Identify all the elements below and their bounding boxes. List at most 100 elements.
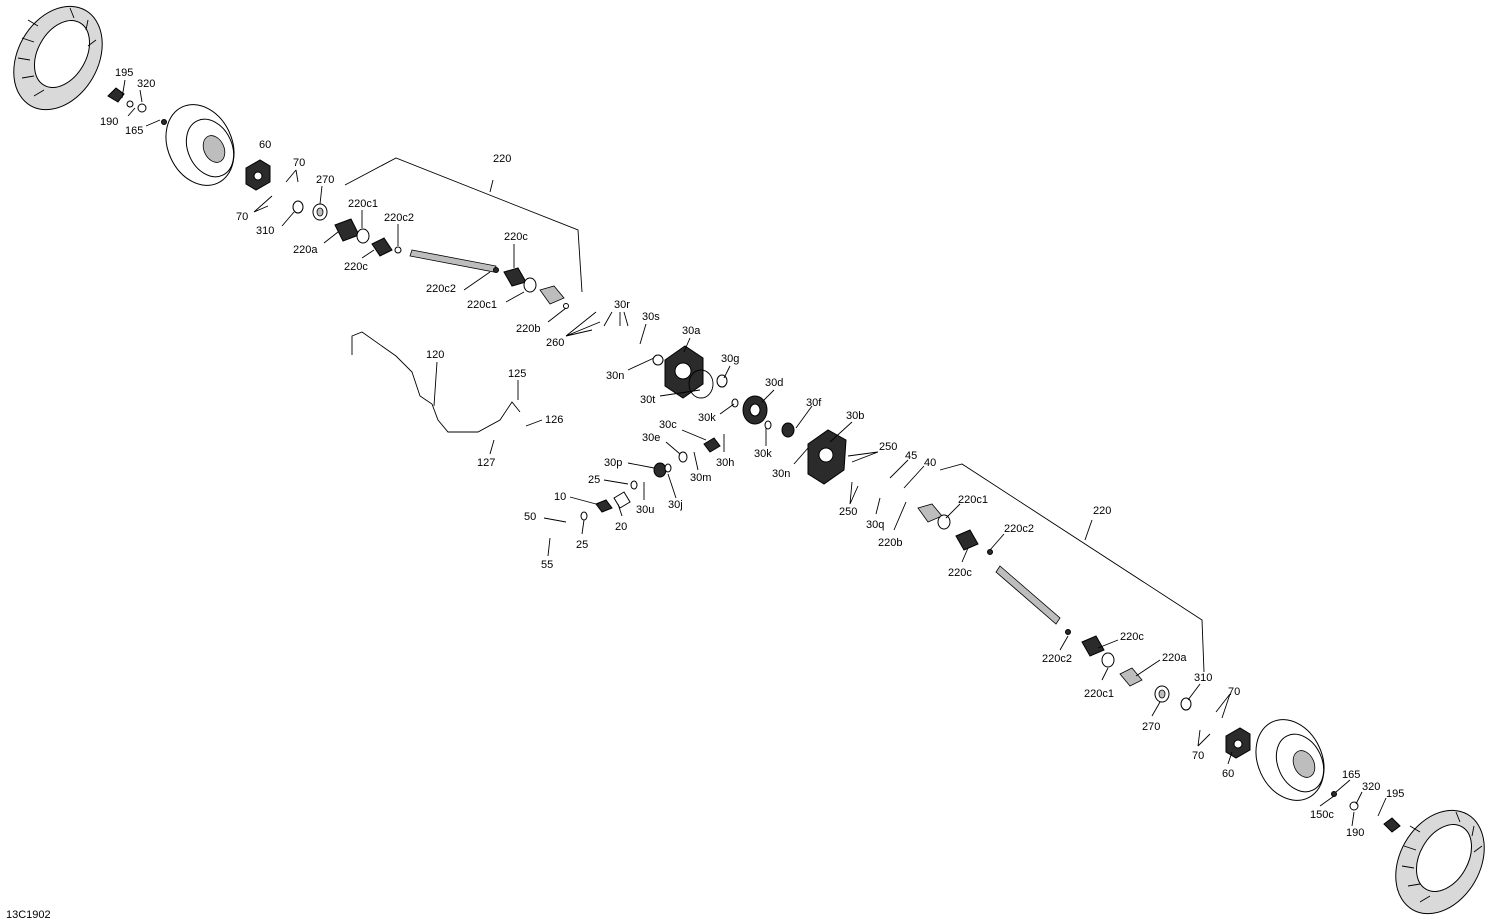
callout-label: 45 [905, 450, 917, 462]
callout-label: 70 [1192, 750, 1204, 762]
breather-tube-120[interactable] [351, 331, 521, 433]
seal-30e[interactable] [678, 451, 688, 463]
callout-label: 195 [1386, 788, 1404, 800]
differential-housing-30b[interactable] [807, 429, 847, 485]
pinion-30c[interactable] [703, 437, 721, 453]
shim-30k-a[interactable] [731, 398, 739, 408]
drive-shaft-right[interactable] [917, 503, 1143, 687]
drive-shaft-left[interactable] [334, 218, 569, 309]
callout-label: 220b [878, 537, 902, 549]
callout-label: 220c2 [384, 212, 414, 224]
washer-190-left[interactable] [126, 100, 134, 108]
wheel-hub-left[interactable] [245, 159, 271, 191]
actuator-10[interactable] [595, 499, 613, 513]
cap-195-right[interactable] [1383, 817, 1401, 833]
bolt-150c[interactable] [1331, 791, 1337, 797]
bearing-270-right[interactable] [1154, 685, 1170, 703]
callout-label: 30a [682, 325, 701, 337]
spacer-30j[interactable] [664, 463, 672, 473]
leader-lines [121, 79, 1387, 827]
callout-label: 30q [866, 519, 884, 531]
callout-label: 220b [516, 323, 540, 335]
callout-label: 195 [115, 67, 133, 79]
callout-label: 220 [1093, 505, 1111, 517]
callout-label: 220c [1120, 631, 1144, 643]
callout-label: 120 [426, 349, 444, 361]
wheel-rim-left[interactable] [153, 93, 247, 196]
callout-label: 310 [256, 225, 274, 237]
callout-label: 30r [614, 299, 630, 311]
callout-label: 320 [1362, 781, 1380, 793]
callout-label: 260 [546, 337, 564, 349]
differential-cover-30a[interactable] [652, 345, 704, 399]
callout-label: 30t [640, 394, 655, 406]
callout-label: 220c2 [1042, 653, 1072, 665]
callout-label: 25 [576, 539, 588, 551]
o-ring-25b[interactable] [580, 511, 588, 521]
callout-label: 30s [642, 311, 660, 323]
callout-label: 190 [100, 116, 118, 128]
callout-label: 60 [1222, 768, 1234, 780]
callout-label: 220c [344, 261, 368, 273]
tire-right[interactable] [1378, 794, 1500, 923]
o-ring-25a[interactable] [630, 480, 638, 490]
callout-label: 10 [554, 491, 566, 503]
callout-label: 250 [839, 506, 857, 518]
callout-label: 190 [1346, 827, 1364, 839]
callout-label: 220c1 [958, 494, 988, 506]
callout-label: 30b [846, 410, 864, 422]
callout-label: 127 [477, 457, 495, 469]
callout-label: 30g [721, 353, 739, 365]
callout-label: 125 [508, 368, 526, 380]
callout-label: 220c [948, 567, 972, 579]
washer-30g[interactable] [716, 374, 728, 388]
wheel-hub-right[interactable] [1225, 727, 1251, 759]
ring-310-right[interactable] [1180, 697, 1192, 711]
callout-label: 150c [1310, 809, 1334, 821]
callout-label: 30j [668, 499, 683, 511]
callout-label: 30u [636, 504, 654, 516]
callout-label: 30m [690, 472, 711, 484]
callout-label: 30n [606, 370, 624, 382]
tire-left[interactable] [0, 0, 120, 126]
ring-gear-30d[interactable] [742, 395, 768, 425]
wheel-rim-right[interactable] [1243, 708, 1337, 811]
callout-labels: 195 320 190 165 60 70 70 270 310 220c1 2… [100, 67, 1404, 839]
callout-label: 30k [698, 412, 716, 424]
coupler-20[interactable] [613, 491, 631, 509]
callout-label: 70 [236, 211, 248, 223]
bolt-165-left[interactable] [161, 119, 167, 125]
callout-label: 70 [293, 157, 305, 169]
callout-label: 220 [493, 153, 511, 165]
bearing-270-left[interactable] [312, 203, 328, 221]
cap-195-left[interactable] [107, 87, 125, 103]
callout-label: 30h [716, 457, 734, 469]
callout-label: 30e [642, 432, 660, 444]
callout-label: 220c1 [348, 198, 378, 210]
callout-label: 220c1 [1084, 688, 1114, 700]
callout-label: 220c1 [467, 299, 497, 311]
drawing-code: 13C1902 [6, 909, 51, 921]
callout-label: 20 [615, 521, 627, 533]
callout-label: 320 [137, 78, 155, 90]
o-ring-30t[interactable] [688, 369, 714, 399]
callout-label: 270 [316, 174, 334, 186]
callout-label: 220a [293, 244, 318, 256]
callout-label: 165 [1342, 769, 1360, 781]
nut-320-left[interactable] [137, 103, 147, 113]
callout-label: 310 [1194, 672, 1212, 684]
callout-label: 30k [754, 448, 772, 460]
ring-310-left[interactable] [292, 200, 304, 214]
callout-label: 165 [125, 125, 143, 137]
bearing-30p[interactable] [653, 462, 667, 478]
callout-label: 270 [1142, 721, 1160, 733]
callout-label: 30c [659, 419, 677, 431]
callout-label: 250 [879, 441, 897, 453]
shim-30k-b[interactable] [764, 420, 772, 430]
callout-label: 30p [604, 457, 622, 469]
gear-30f[interactable] [781, 422, 795, 438]
callout-label: 50 [524, 511, 536, 523]
callout-label: 220a [1162, 652, 1187, 664]
callout-label: 70 [1228, 686, 1240, 698]
